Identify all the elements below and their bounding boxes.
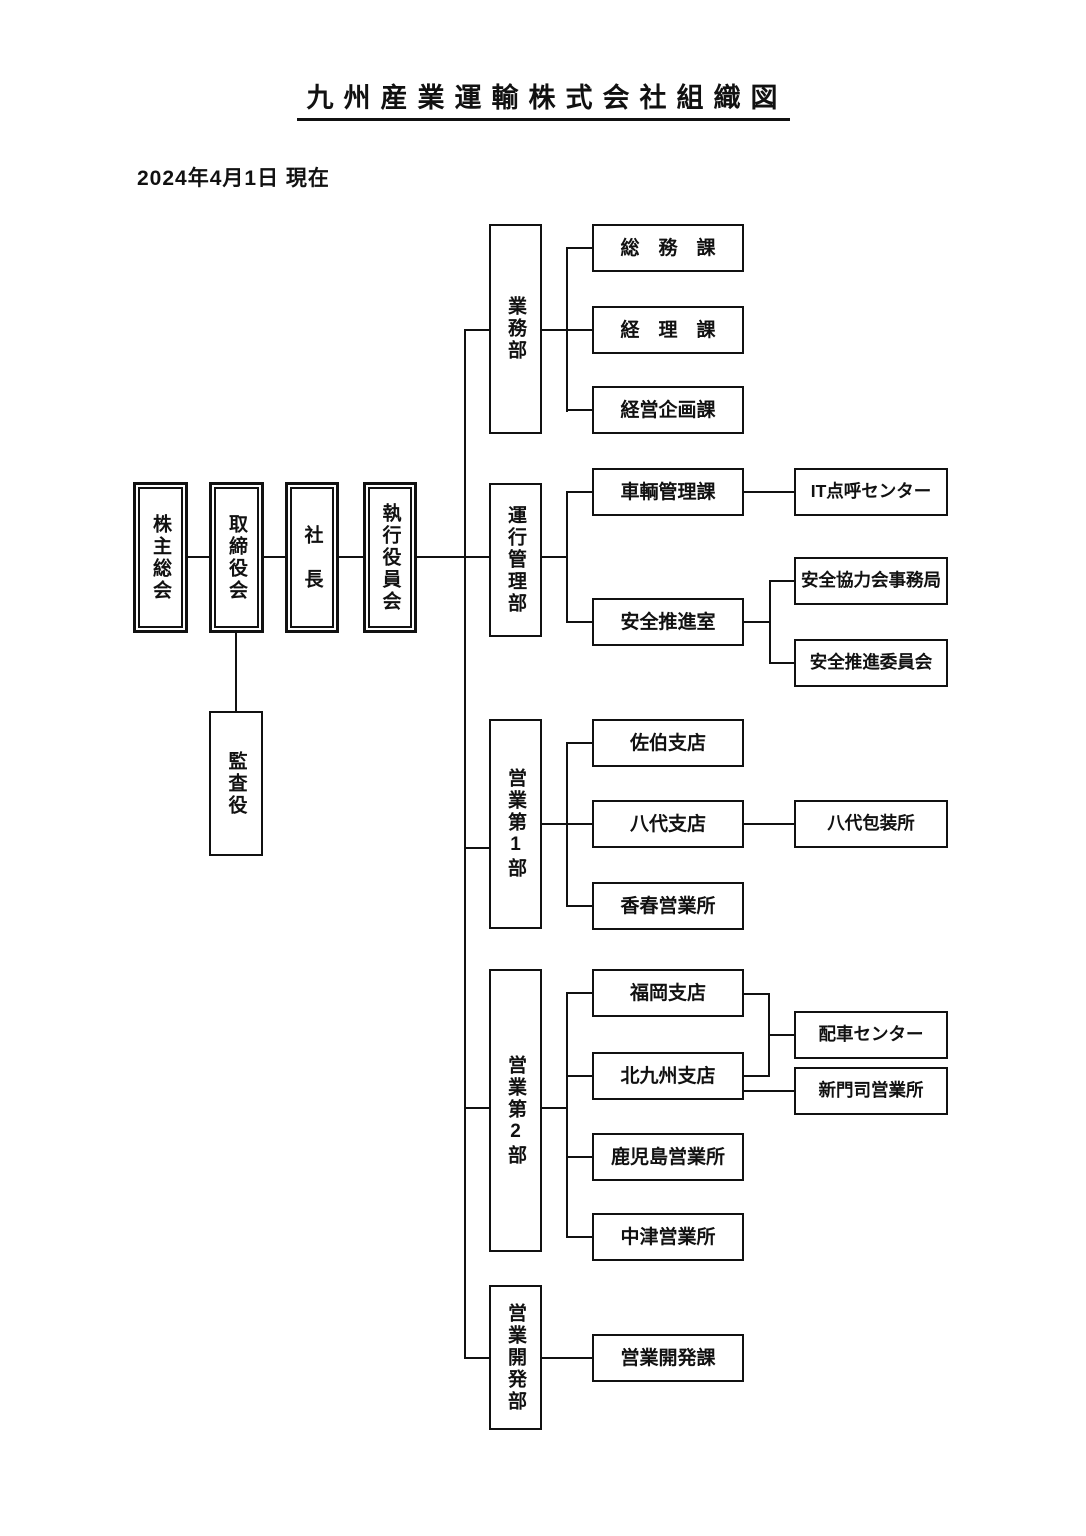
node-safety-coop-secretariat: 安全協力会事務局 (794, 557, 948, 605)
node-dept-sales2: 営業第2部 (489, 969, 542, 1252)
node-dept-operations: 運行管理部 (489, 483, 542, 637)
connector (566, 621, 592, 623)
connector (417, 556, 490, 558)
connector (566, 1236, 592, 1238)
node-president: 社 長 (285, 482, 339, 633)
connector (744, 491, 794, 493)
node-general-affairs: 総 務 課 (592, 224, 744, 272)
connector (768, 1034, 794, 1036)
node-label: 新門司営業所 (818, 1080, 924, 1101)
connector (566, 491, 592, 493)
connector (464, 329, 466, 1359)
connector (464, 847, 489, 849)
node-label: 総 務 課 (620, 237, 716, 259)
page-title-text: 九州産業運輸株式会社組織図 (296, 76, 790, 121)
date-label: 2024年4月1日 現在 (137, 167, 330, 190)
node-yatsushiro-branch: 八代支店 (592, 800, 744, 848)
node-dept-sales1: 営業第1部 (489, 719, 542, 929)
node-kagoshima-office: 鹿児島営業所 (592, 1133, 744, 1181)
node-dispatch-center: 配車センター (794, 1011, 948, 1059)
connector (744, 621, 771, 623)
connector (566, 247, 568, 412)
connector (566, 1156, 592, 1158)
node-it-rollcall-center: IT点呼センター (794, 468, 948, 516)
node-label: 鹿児島営業所 (610, 1146, 725, 1168)
page-title: 九州産業運輸株式会社組織図 (0, 76, 1086, 121)
connector (566, 905, 592, 907)
node-kitakyushu-branch: 北九州支店 (592, 1052, 744, 1100)
node-yatsushiro-packaging: 八代包装所 (794, 800, 948, 848)
connector (566, 247, 592, 249)
connector (235, 633, 237, 711)
node-label: 監査役 (225, 750, 247, 817)
connector (566, 992, 592, 994)
connector (744, 823, 794, 825)
node-label: 福岡支店 (629, 982, 706, 1004)
node-label: 安全推進委員会 (809, 652, 933, 673)
node-corporate-planning: 経営企画課 (592, 386, 744, 434)
connector (566, 742, 568, 907)
connector (744, 1090, 794, 1092)
node-accounting: 経 理 課 (592, 306, 744, 354)
node-label: 佐伯支店 (629, 732, 706, 754)
node-label: IT点呼センター (810, 481, 932, 502)
connector (188, 556, 209, 558)
connector (744, 993, 770, 995)
node-executive-officers: 執行役員会 (363, 482, 417, 633)
node-board-of-directors: 取締役会 (209, 482, 264, 633)
node-label: 配車センター (818, 1024, 924, 1045)
node-safety-promotion-office: 安全推進室 (592, 598, 744, 646)
connector (542, 556, 568, 558)
node-label: 八代支店 (629, 813, 706, 835)
connector (566, 491, 568, 623)
node-label: 運行管理部 (505, 505, 526, 615)
connector (464, 1107, 489, 1109)
node-label: 取締役会 (226, 513, 247, 602)
node-label: 営業第2部 (505, 1054, 526, 1167)
node-kawara-office: 香春営業所 (592, 882, 744, 930)
node-dept-sales-dev: 営業開発部 (489, 1285, 542, 1430)
node-label: 経営企画課 (620, 399, 716, 421)
connector (769, 580, 795, 582)
node-auditor: 監査役 (209, 711, 263, 856)
node-label: 八代包装所 (827, 813, 915, 834)
node-label: 車輌管理課 (620, 481, 716, 503)
node-dept-business: 業務部 (489, 224, 542, 434)
node-label: 安全推進室 (620, 611, 716, 633)
connector (566, 409, 592, 411)
connector (769, 662, 795, 664)
node-label: 執行役員会 (379, 502, 401, 613)
node-label: 株主総会 (150, 513, 171, 602)
connector (769, 580, 771, 664)
connector (566, 742, 592, 744)
connector (464, 1357, 489, 1359)
node-label: 営業開発課 (620, 1347, 716, 1369)
node-label: 営業開発部 (505, 1302, 526, 1413)
node-label: 北九州支店 (620, 1065, 716, 1087)
connector (542, 1107, 568, 1109)
node-label: 経 理 課 (620, 319, 716, 341)
node-label: 業務部 (505, 296, 526, 362)
node-label: 香春営業所 (620, 895, 716, 917)
node-label: 中津営業所 (620, 1226, 716, 1248)
node-vehicle-management: 車輌管理課 (592, 468, 744, 516)
node-label: 営業第1部 (505, 768, 526, 880)
node-safety-promotion-committee: 安全推進委員会 (794, 639, 948, 687)
connector (542, 1357, 592, 1359)
connector (566, 1075, 592, 1077)
node-fukuoka-branch: 福岡支店 (592, 969, 744, 1017)
node-saiki-branch: 佐伯支店 (592, 719, 744, 767)
node-shareholders-meeting: 株主総会 (133, 482, 188, 633)
node-label: 安全協力会事務局 (801, 570, 941, 591)
connector (566, 992, 568, 1238)
connector (464, 329, 489, 331)
node-shinmoji-office: 新門司営業所 (794, 1067, 948, 1115)
connector (264, 556, 285, 558)
node-sales-dev-section: 営業開発課 (592, 1334, 744, 1382)
connector (339, 556, 363, 558)
node-label: 社 長 (301, 524, 323, 591)
connector (744, 1075, 770, 1077)
node-nakatsu-office: 中津営業所 (592, 1213, 744, 1261)
